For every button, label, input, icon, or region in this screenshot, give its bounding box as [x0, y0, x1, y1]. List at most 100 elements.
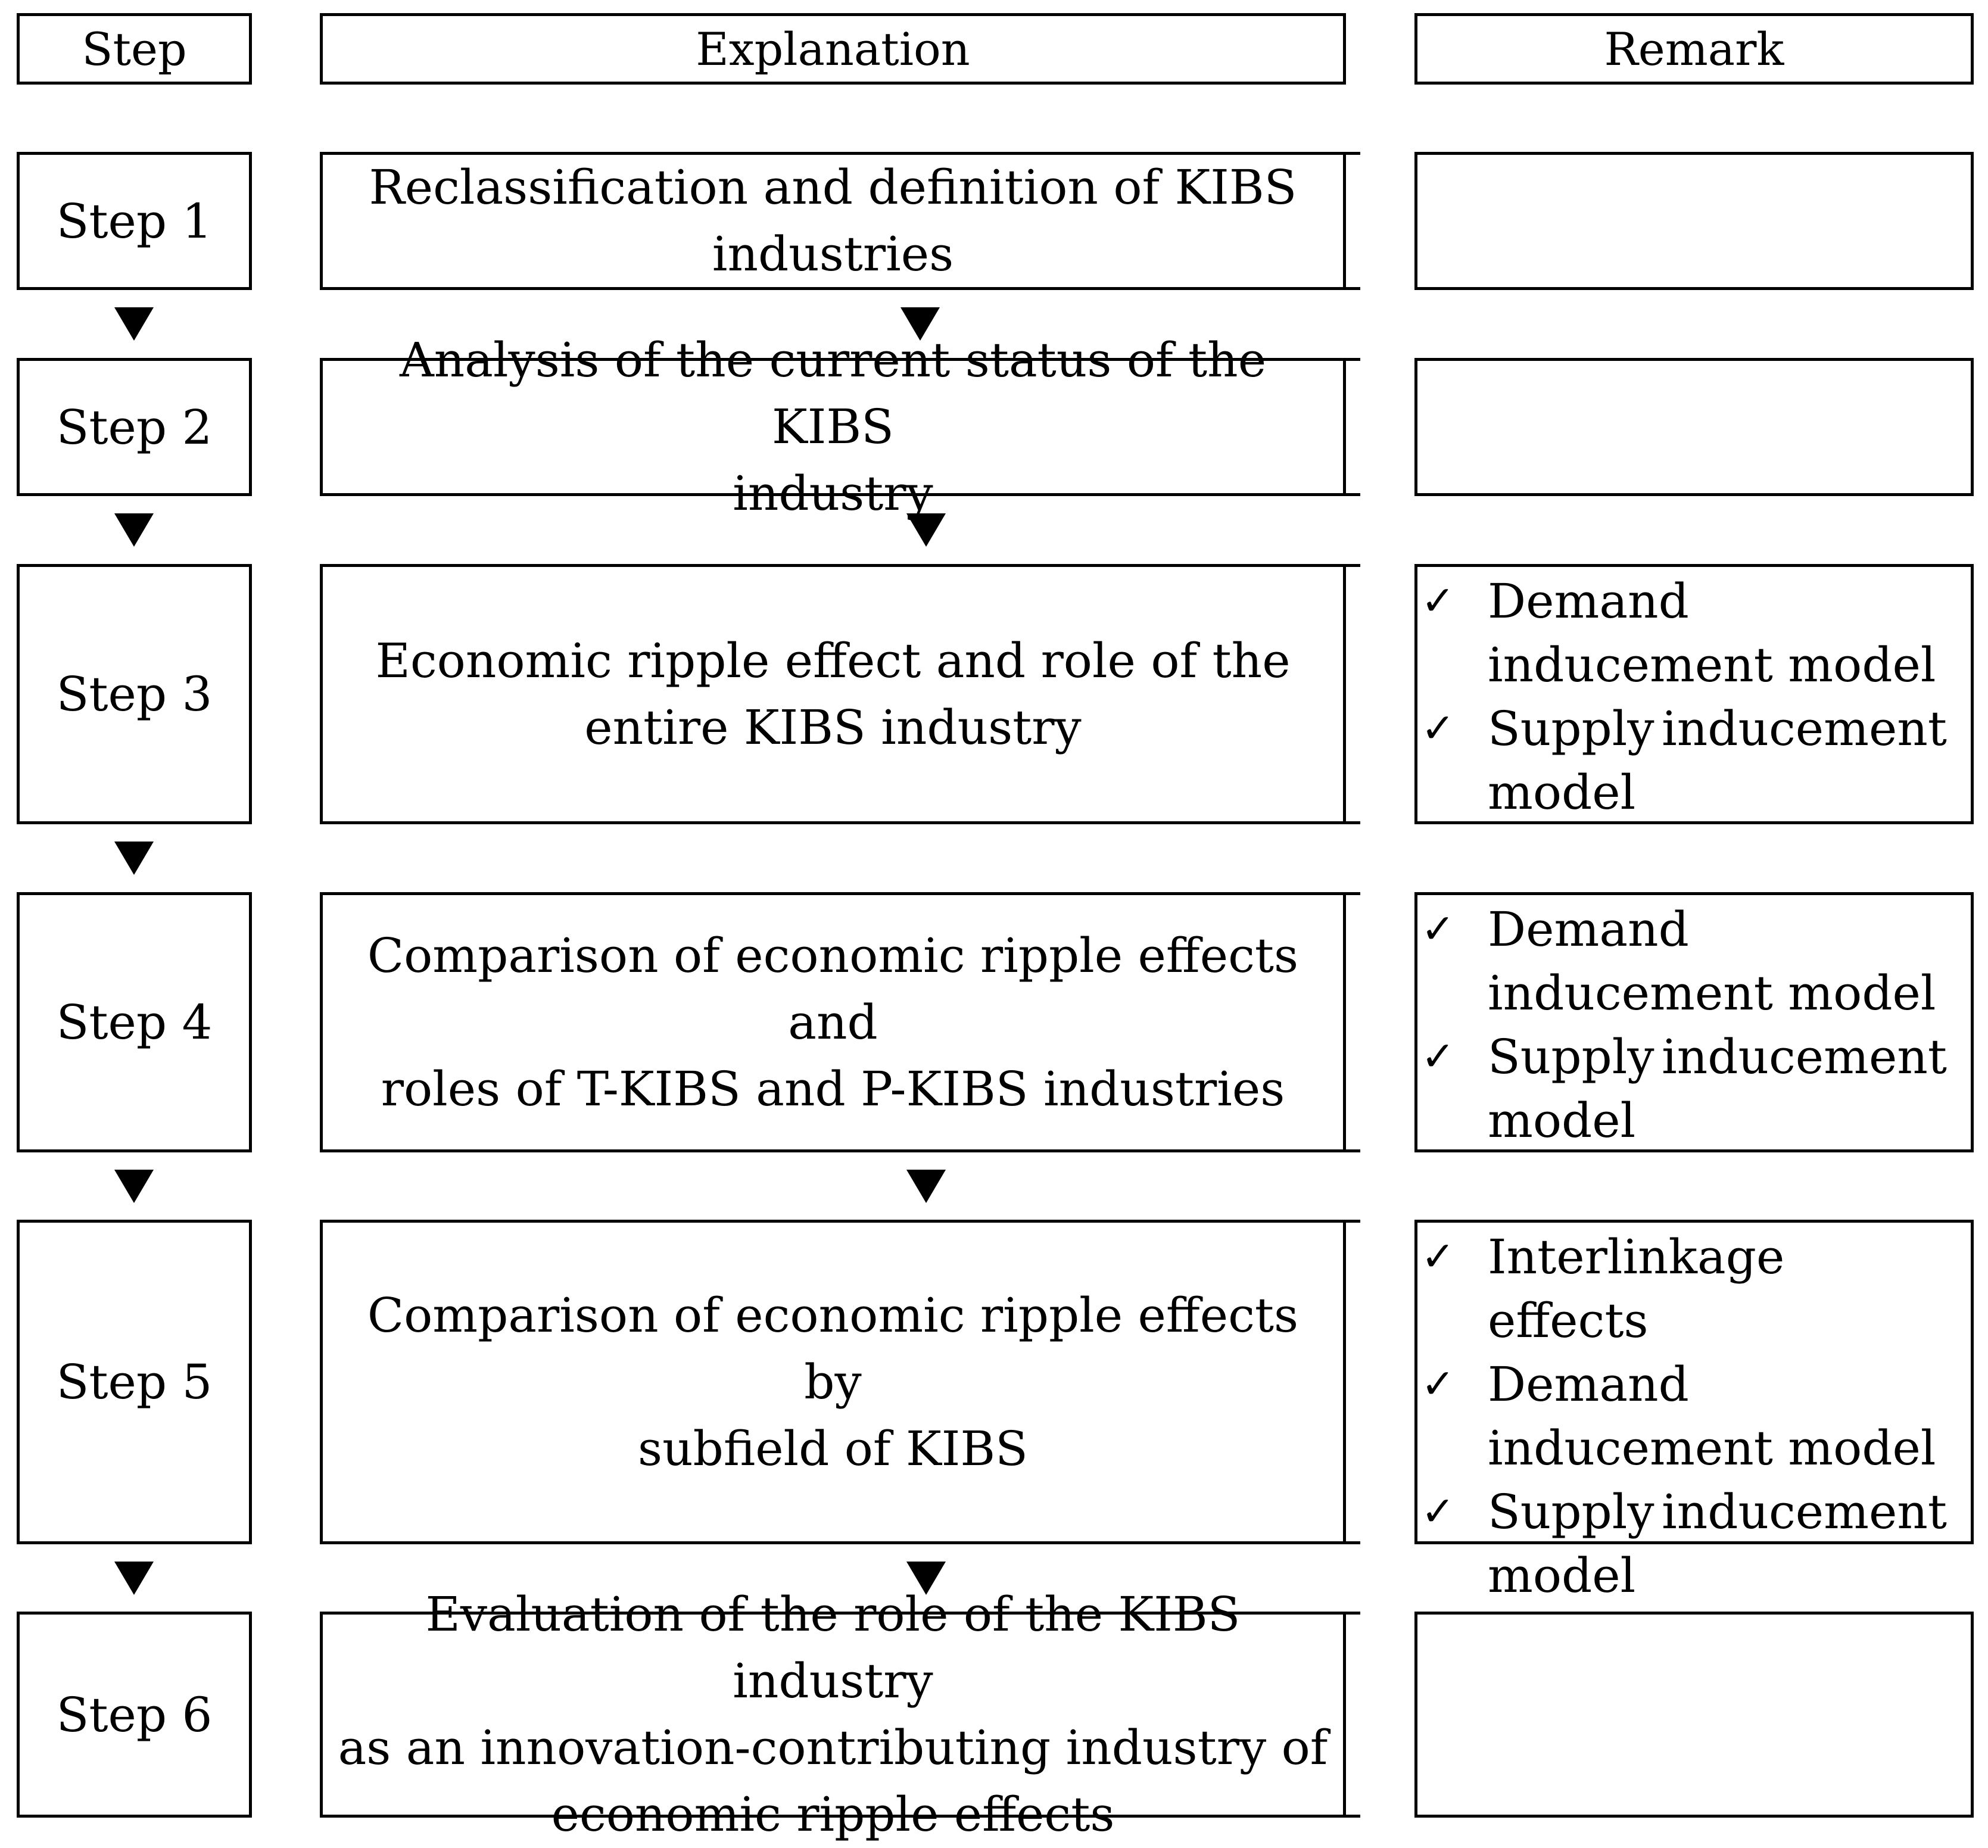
check-mark-icon: ✓	[1421, 1033, 1455, 1080]
explanation-edge-tick	[1346, 493, 1360, 496]
step-5-remark-box: ✓ Interlinkage effects ✓ Demand inducement m…	[1414, 1220, 1974, 1603]
step-5-down-arrow	[114, 1561, 154, 1595]
remark-word: Supply	[1488, 1029, 1654, 1085]
explanation-1-down-arrow	[900, 307, 940, 341]
explanation-edge-tick	[1346, 1541, 1360, 1544]
explanation-edge-tick	[1346, 821, 1360, 824]
explanation-line: Evaluation of the role of the KIBS indus…	[425, 1587, 1241, 1709]
step-6-box: Step 6	[17, 1612, 252, 1818]
explanation-edge-tick	[1346, 1612, 1360, 1615]
remark-line: inducement model	[1488, 1420, 1936, 1476]
explanation-line: Comparison of economic ripple effects by	[367, 1287, 1299, 1410]
check-mark-icon: ✓	[1421, 705, 1455, 752]
step-4-box: Step 4	[17, 892, 252, 1152]
step-4-explanation-box: Comparison of economic ripple effects an…	[320, 892, 1346, 1152]
explanation-line: Reclassification and definition of KIBS	[369, 160, 1297, 215]
explanation-5-down-arrow	[906, 1561, 946, 1595]
step-4-down-arrow	[114, 1169, 154, 1203]
explanation-edge-tick	[1346, 892, 1360, 895]
step-1-remark-box	[1414, 152, 1974, 290]
step-6-remark-box	[1414, 1612, 1974, 1818]
step-5-explanation-box: Comparison of economic ripple effects by…	[320, 1220, 1346, 1544]
explanation-edge-tick	[1346, 287, 1360, 290]
step-2-explanation-box: Analysis of the current status of the KI…	[320, 332, 1346, 521]
check-mark-icon: ✓	[1421, 906, 1455, 953]
explanation-line: as an innovation-contributing industry o…	[338, 1720, 1328, 1775]
step-6-explanation-box: Evaluation of the role of the KIBS indus…	[320, 1587, 1346, 1842]
remark-line: inducement model	[1488, 965, 1936, 1021]
explanation-edge-tick	[1346, 1220, 1360, 1223]
explanation-line: industries	[712, 226, 954, 282]
step-3-box: Step 3	[17, 564, 252, 824]
explanation-line: roles of T-KIBS and P-KIBS industries	[381, 1061, 1285, 1117]
step-2-explanation-text: Analysis of the current status of the KI…	[335, 327, 1331, 527]
step-1-explanation-box: Reclassification and definition of KIBS i…	[320, 152, 1346, 290]
remark-line: Interlinkage effects	[1488, 1229, 1785, 1348]
remark-line: Demand	[1488, 902, 1689, 957]
check-mark-icon: ✓	[1421, 1488, 1455, 1535]
explanation-edge-tick	[1346, 1815, 1360, 1818]
step-3-label: Step 3	[56, 666, 213, 722]
remark-word: inducement	[1662, 1484, 1947, 1540]
remark-line: Demand	[1488, 1357, 1689, 1412]
remark-word: Supply	[1488, 701, 1654, 756]
remark-word: Supply	[1488, 1484, 1654, 1540]
explanation-edge-tick	[1346, 564, 1360, 567]
header-explanation-label: Explanation	[696, 22, 970, 76]
header-step-label: Step	[82, 22, 187, 76]
explanation-line: Comparison of economic ripple effects an…	[367, 927, 1299, 1050]
explanation-edge-tick	[1346, 358, 1360, 361]
step-2-label: Step 2	[56, 399, 213, 455]
remark-item: ✓ Demand inducement model	[1417, 897, 1971, 1025]
explanation-line: subfield of KIBS	[638, 1420, 1028, 1476]
header-remark: Remark	[1414, 13, 1974, 85]
header-explanation: Explanation	[320, 13, 1346, 85]
header-step: Step	[17, 13, 252, 85]
explanation-line: economic ripple effects	[551, 1787, 1115, 1842]
explanation-2-down-arrow	[906, 513, 946, 547]
explanation-edge-tick	[1346, 152, 1360, 155]
check-mark-icon: ✓	[1421, 1233, 1455, 1280]
remark-line: model	[1488, 765, 1636, 820]
step-6-label: Step 6	[56, 1687, 213, 1743]
step-5-box: Step 5	[17, 1220, 252, 1544]
remark-item: ✓ Demand inducement model	[1417, 1353, 1971, 1480]
step-1-down-arrow	[114, 307, 154, 341]
header-remark-label: Remark	[1604, 22, 1784, 76]
step-1-explanation-text: Reclassification and definition of KIBS i…	[369, 154, 1297, 288]
step-1-box: Step 1	[17, 152, 252, 290]
remark-item: ✓ Demand inducement model	[1417, 569, 1971, 697]
explanation-line: entire KIBS industry	[584, 699, 1082, 755]
step-4-label: Step 4	[56, 995, 213, 1050]
explanation-line: Economic ripple effect and role of the	[375, 632, 1291, 688]
explanation-line: Analysis of the current status of the KI…	[399, 332, 1267, 454]
remark-line: model	[1488, 1093, 1636, 1148]
explanation-edge-tick	[1346, 1149, 1360, 1152]
explanation-4-down-arrow	[906, 1169, 946, 1203]
step-5-label: Step 5	[56, 1354, 213, 1410]
step-3-explanation-box: Economic ripple effect and role of the en…	[320, 564, 1346, 824]
step-3-down-arrow	[114, 842, 154, 875]
remark-line: inducement model	[1488, 637, 1936, 693]
remark-item: ✓ Interlinkage effects	[1417, 1225, 1971, 1353]
step-6-explanation-text: Evaluation of the role of the KIBS indus…	[335, 1581, 1331, 1848]
step-2-box: Step 2	[17, 358, 252, 496]
step-1-label: Step 1	[56, 193, 213, 249]
step-2-remark-box	[1414, 358, 1974, 496]
check-mark-icon: ✓	[1421, 1361, 1455, 1408]
explanation-line: industry	[733, 466, 933, 521]
remark-word: inducement	[1662, 701, 1947, 756]
step-5-explanation-text: Comparison of economic ripple effects by…	[335, 1282, 1331, 1482]
step-2-down-arrow	[114, 513, 154, 547]
remark-line: Demand	[1488, 574, 1689, 629]
step-3-explanation-text: Economic ripple effect and role of the en…	[375, 628, 1290, 761]
check-mark-icon: ✓	[1421, 578, 1455, 625]
